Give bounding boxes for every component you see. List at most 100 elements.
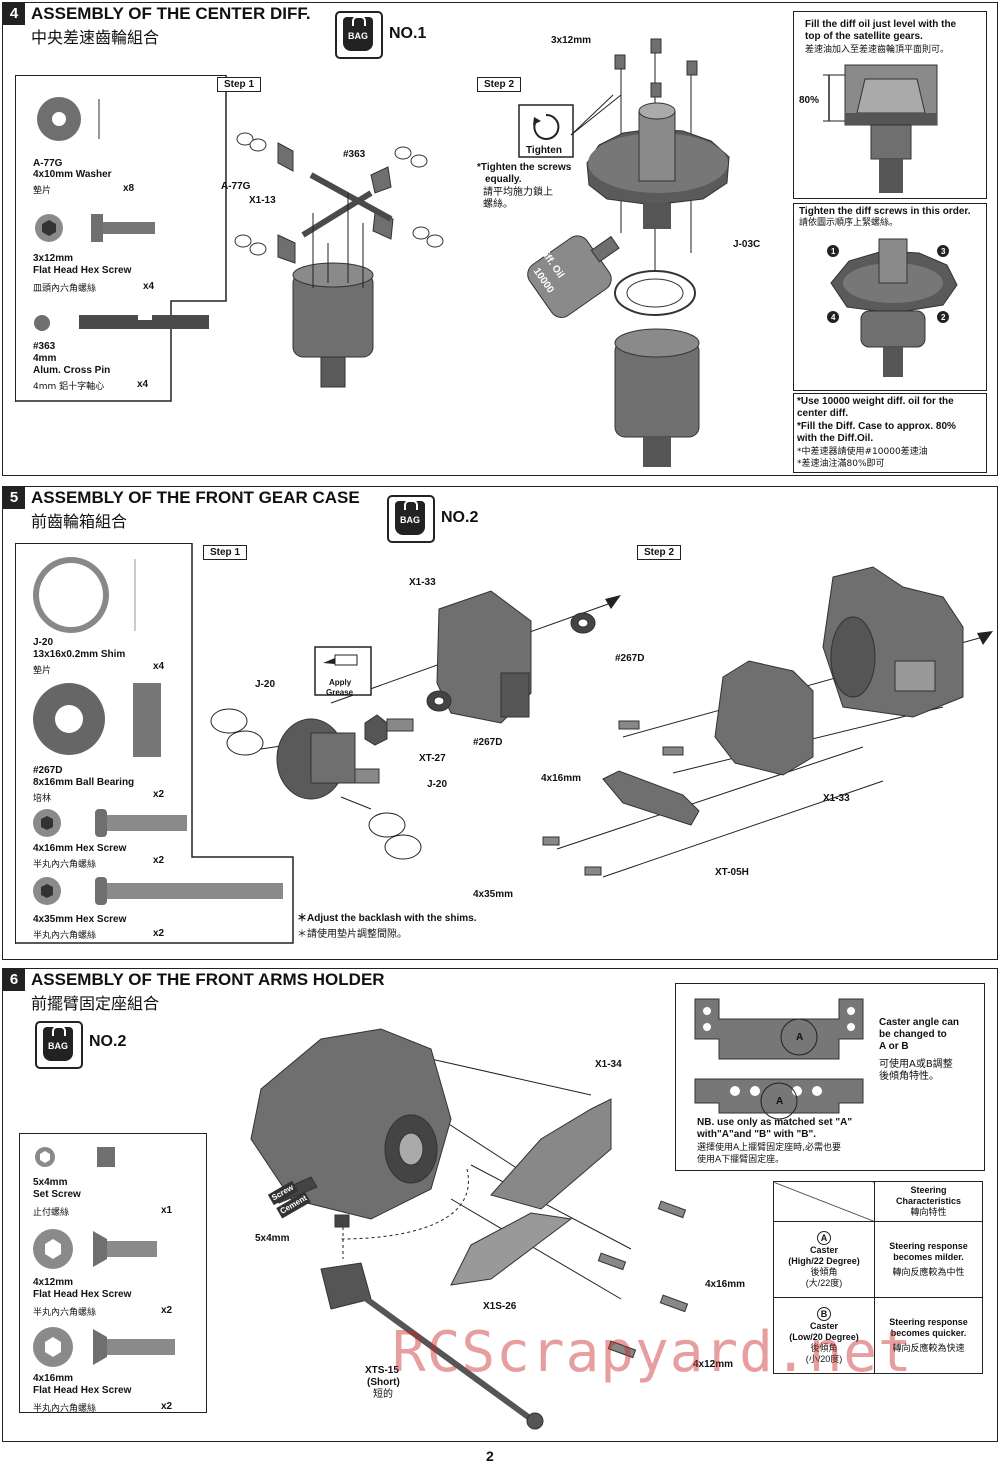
step-1-label: Step 1 (217, 77, 262, 92)
parts-list-border (15, 543, 294, 944)
caster-holder-diagram (694, 998, 864, 1120)
steering-response-cn: 轉向反應較為中性 (892, 1267, 965, 1277)
grease-label: Apply (329, 678, 352, 687)
tighten-note: *Tighten the screws (477, 162, 572, 173)
callout-label: J-03C (733, 239, 761, 250)
bag-icon: BAG (387, 495, 435, 543)
steering-row-caster: Caster (809, 1320, 838, 1331)
callout-label: X1S-26 (483, 1301, 517, 1312)
callout-label: #363 (343, 149, 366, 160)
part-name: Flat Head Hex Screw (33, 1289, 132, 1300)
parts-list (19, 1133, 207, 1413)
oil-note-line: center diff. (797, 408, 849, 419)
steering-table: Steering Characteristics 轉向特性 A Caster (… (773, 1181, 983, 1374)
part-cn: 皿頭內六角螺絲 (33, 284, 97, 294)
part-name: 13x16x0.2mm Shim (33, 649, 126, 660)
tighten-note-cn-2: 螺絲。 (483, 199, 513, 210)
set-screw-image (35, 1147, 115, 1167)
hex-screw-35-image (33, 877, 283, 905)
tighten-note-cn: 請平均施力鎖上 (483, 187, 553, 198)
callout-label: X1-33 (823, 793, 850, 804)
callout-label: J-20 (255, 679, 276, 690)
caster-box (675, 983, 985, 1171)
center-diff-exploded-diagram (234, 132, 444, 388)
fill-oil-text-2: top of the satellite gears. (805, 31, 923, 42)
part-code: 5x4mm (33, 1177, 68, 1188)
oil-note-line: *Use 10000 weight diff. oil for the (797, 396, 954, 407)
flat-screw-image (35, 214, 155, 242)
callout-label: 4x12mm (693, 1359, 734, 1370)
section-title: ASSEMBLY OF THE CENTER DIFF. (31, 4, 311, 23)
fill-oil-cn: 差速油加入至差速齒輪頂平面則可。 (805, 45, 950, 55)
steering-header-text: Steering Characteristics (895, 1185, 962, 1206)
oil-note-line: with the Diff.Oil. (797, 433, 874, 444)
steering-row-cn: 後傾角 (810, 1342, 838, 1353)
section-number: 4 (3, 3, 25, 25)
caster-nb: with"A"and "B" with "B". (697, 1129, 816, 1140)
part-qty: x2 (153, 928, 165, 939)
part-qty: x1 (161, 1205, 173, 1216)
tighten-order-diagram (827, 238, 958, 377)
bag-number: NO.2 (89, 1033, 127, 1050)
callout-label: A-77G (221, 181, 251, 192)
caster-marker: A (776, 1096, 784, 1107)
order-number: 3 (941, 247, 946, 256)
tighten-order-text: Tighten the diff screws in this order. (799, 206, 971, 217)
part-name: Flat Head Hex Screw (33, 1385, 132, 1396)
tighten-icon (518, 104, 574, 158)
steering-row-degree: (Low/20 Degree) (789, 1331, 859, 1342)
steering-row-cn2: (小/20度) (805, 1353, 843, 1364)
callout-label: #267D (473, 737, 503, 748)
bag-icon: BAG (35, 1021, 83, 1069)
callout-label: X1-33 (409, 577, 436, 588)
part-qty: x2 (153, 789, 165, 800)
tighten-order-cn: 請依圖示順序上緊螺絲。 (799, 218, 899, 228)
caster-text: A or B (879, 1041, 909, 1052)
fill-percent: 80% (799, 95, 820, 106)
steering-row-response: Steering response becomes quicker. 轉向反應較… (874, 1297, 983, 1374)
part-code: 4x35mm Hex Screw (33, 914, 127, 925)
part-name: Set Screw (33, 1189, 81, 1200)
callout-label: X1-13 (249, 195, 276, 206)
steering-row-cn2: (大/22度) (805, 1277, 843, 1288)
steering-row-label: A Caster (High/22 Degree) 後傾角 (大/22度) (773, 1221, 875, 1298)
bag-number: NO.1 (389, 25, 427, 42)
part-cn: 墊片 (33, 186, 52, 196)
callout-label: 4x16mm (541, 773, 582, 784)
watermark-text: RCScrapyard.net (392, 1320, 913, 1385)
part-code: A-77G (33, 158, 63, 169)
section-subtitle: 前擺臂固定座組合 (31, 994, 160, 1013)
gear-case-step2-diagram (542, 566, 993, 878)
part-code: 4x16mm Hex Screw (33, 843, 127, 854)
steering-response: Steering response (889, 1317, 968, 1327)
bag-icon: BAG (335, 11, 383, 59)
grease-icon (314, 646, 372, 696)
part-cn: 半丸內六角螺絲 (33, 1308, 97, 1318)
callout-label: 5x4mm (255, 1233, 290, 1244)
callout-label: 3x12mm (551, 35, 592, 46)
part-qty: x4 (143, 281, 155, 292)
tighten-note-2: equally. (485, 174, 522, 185)
callout-label: XT-05H (715, 867, 749, 878)
callout-label: XTS-15 (365, 1365, 399, 1376)
oil-note-box (793, 393, 987, 473)
order-number: 1 (831, 247, 836, 256)
oil-note-cn: *中差速器請使用#10000差速油 (797, 447, 928, 457)
spur-gear-exploded-diagram (527, 38, 730, 467)
callout-label: 4x35mm (473, 889, 514, 900)
oil-note-cn: *差速油注滿80%即可 (797, 459, 885, 469)
steering-response-cn: 轉向反應較為快速 (892, 1343, 965, 1353)
hex-screw-16-image (33, 809, 187, 837)
section-center-diff: 4 ASSEMBLY OF THE CENTER DIFF. 中央差速齒輪組合 … (2, 2, 998, 476)
callout-label: (Short) (367, 1377, 400, 1388)
order-number: 4 (831, 313, 836, 322)
bag-number: NO.2 (441, 509, 479, 526)
callout-label: X1-34 (595, 1059, 622, 1070)
arms-holder-diagram (250, 1028, 689, 1430)
steering-response-2: becomes milder. (893, 1252, 964, 1262)
caster-cn: 後傾角特性。 (879, 1071, 939, 1082)
steering-header-cn: 轉向特性 (910, 1207, 947, 1217)
cross-pin-image (34, 315, 209, 331)
callout-label: XT-27 (419, 753, 446, 764)
callout-label: #267D (615, 653, 645, 664)
